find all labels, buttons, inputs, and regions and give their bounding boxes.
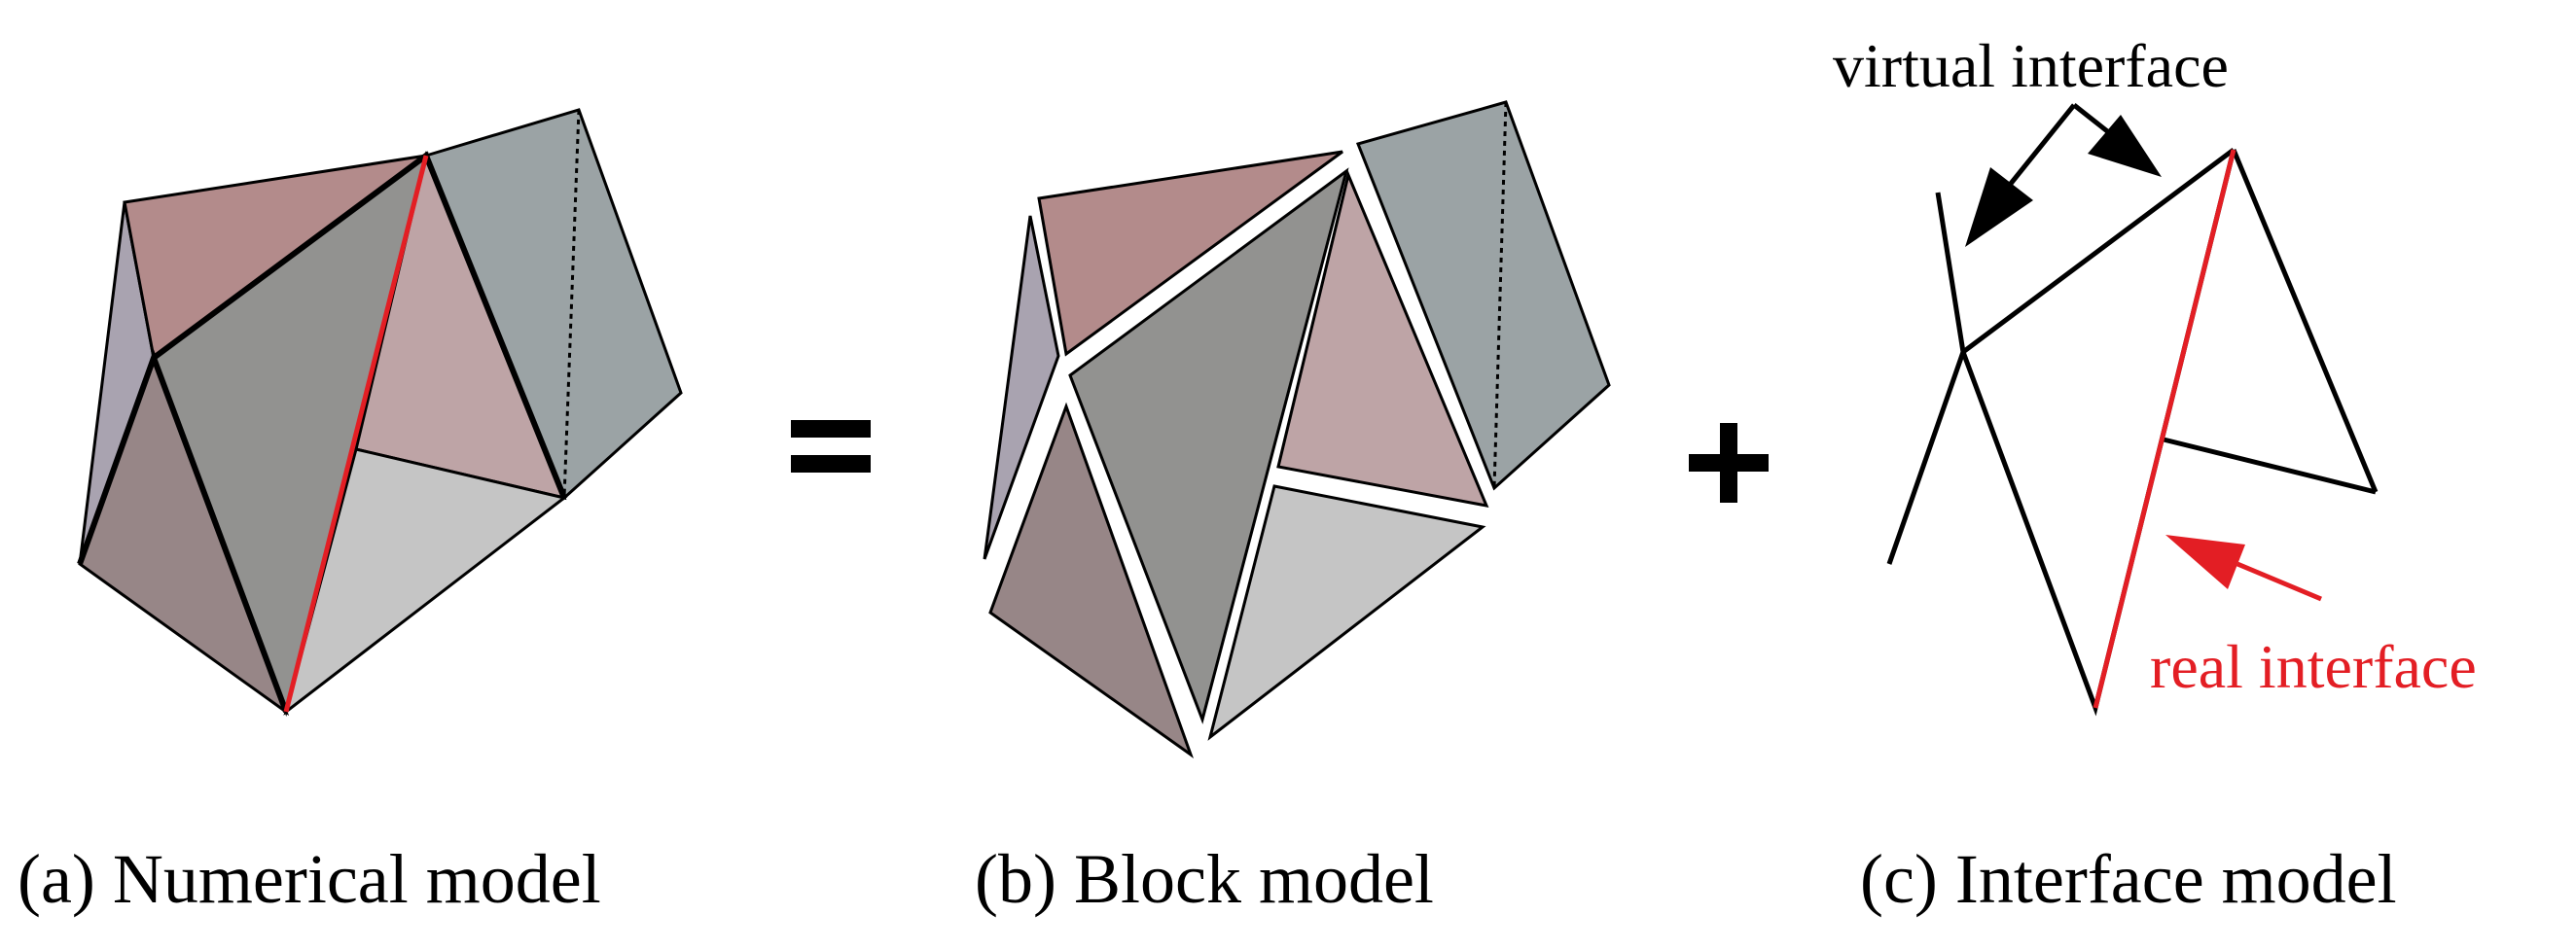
plus-sign xyxy=(1689,423,1769,503)
block-dark-gray xyxy=(1068,167,1349,724)
lower-interface xyxy=(2163,437,2377,495)
caption-block-model: (b) Block model xyxy=(975,840,1434,918)
block-pink xyxy=(1276,170,1489,508)
real-arrow-head xyxy=(2165,535,2245,589)
left-interface xyxy=(1886,192,1966,565)
block-purple xyxy=(983,215,1060,560)
caption-interface-model: (c) Interface model xyxy=(1860,840,2397,918)
right-interface xyxy=(2231,149,2379,493)
block-rose xyxy=(1037,150,1343,357)
block-mauve xyxy=(988,402,1195,758)
real-interface-edge xyxy=(283,155,429,713)
numerical-model xyxy=(77,108,683,718)
virtual-arrow-right-head xyxy=(2088,115,2162,177)
virtual-interface-label: virtual interface xyxy=(1833,31,2229,100)
interface-model xyxy=(1886,103,2379,717)
virtual-arrow-left-shaft xyxy=(2008,103,2076,187)
virtual-arrow-left-head xyxy=(1965,167,2033,247)
block-teal-gray xyxy=(1355,100,1611,491)
interface-zigzag xyxy=(1960,149,2236,717)
virtual-arrow-right-shaft xyxy=(2072,103,2113,136)
real-arrow-shaft xyxy=(2236,561,2322,602)
block-light-gray xyxy=(1207,484,1486,741)
real-interface-line xyxy=(2093,149,2236,709)
block-model xyxy=(983,100,1611,758)
real-interface-label: real interface xyxy=(2150,632,2477,701)
caption-numerical-model: (a) Numerical model xyxy=(18,840,601,918)
hidden-edge xyxy=(562,109,581,499)
equals-sign xyxy=(791,420,871,473)
virtual-interface-top xyxy=(1961,147,2236,355)
block-hidden-edge xyxy=(1492,101,1508,489)
